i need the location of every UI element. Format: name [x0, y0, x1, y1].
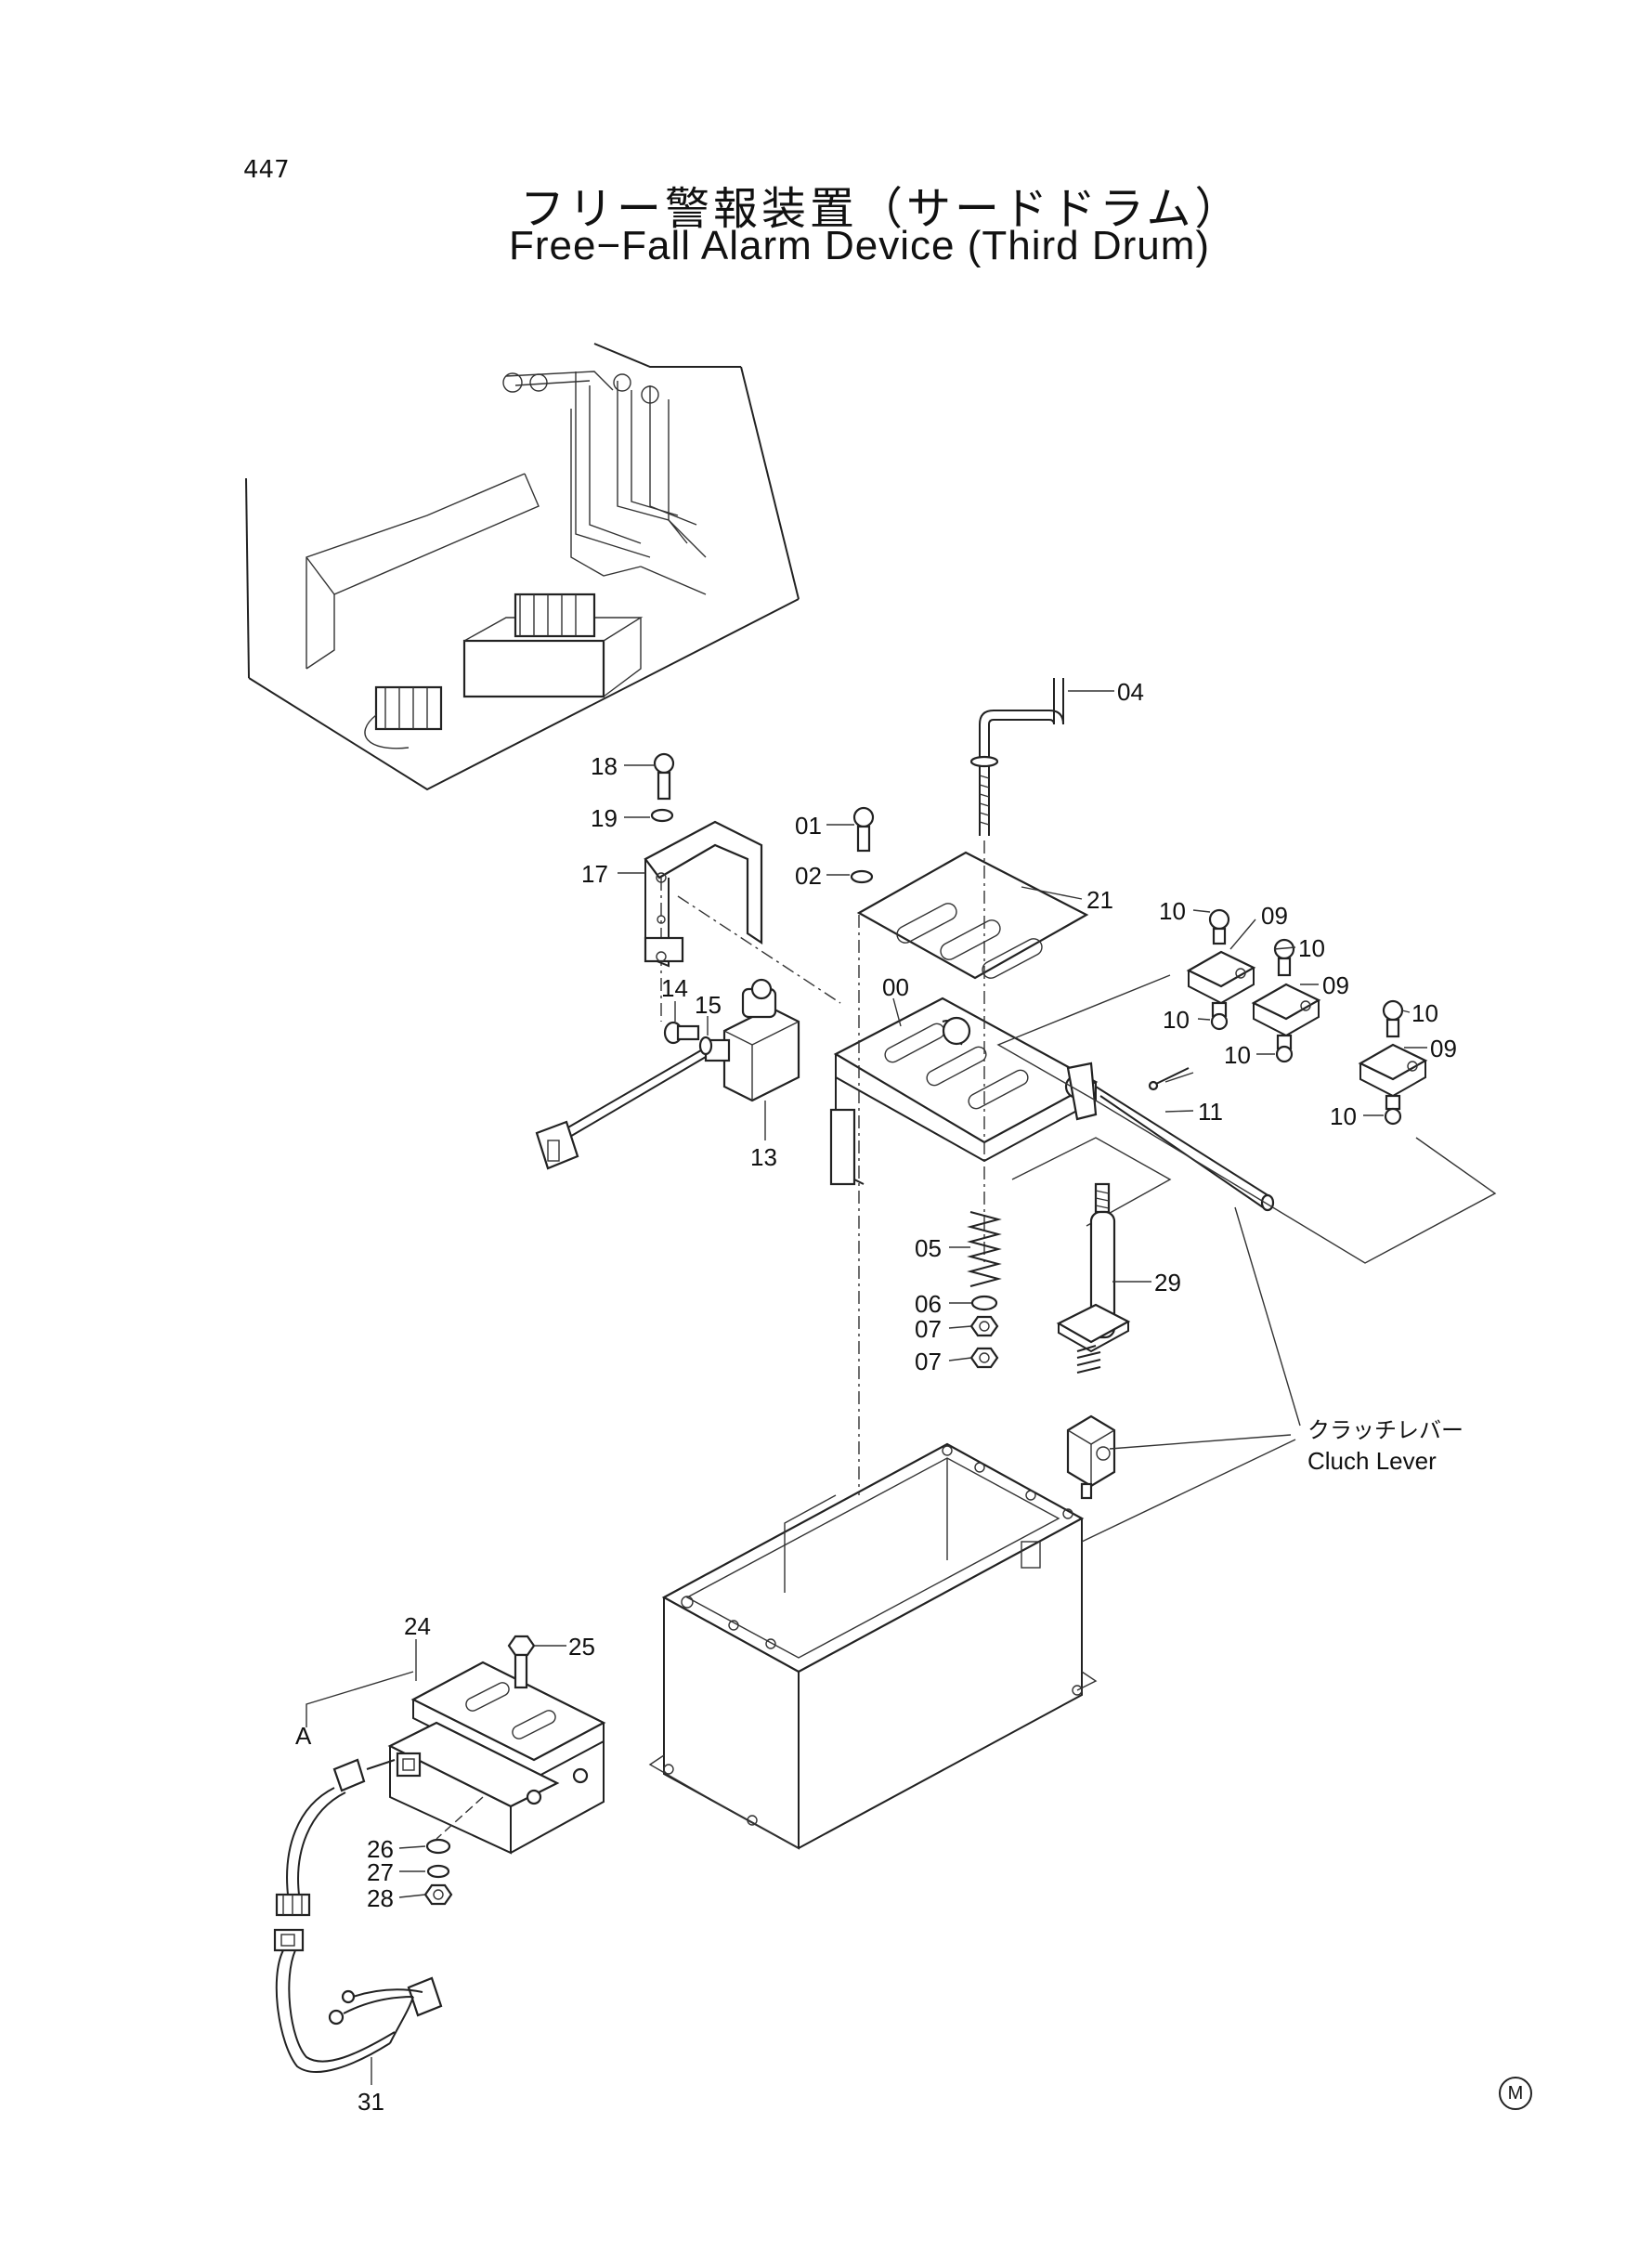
stopper-group-outline: [996, 974, 1497, 1264]
callout-09c: 09: [1430, 1035, 1457, 1062]
m-mark-logo: M: [1499, 2077, 1532, 2110]
callout-09a: 09: [1261, 902, 1288, 930]
nut-07-lower: [969, 1347, 999, 1369]
callout-leader-lines: [371, 690, 1427, 2085]
assembly-alignment-lines: [660, 840, 985, 1495]
clutch-lever-pointers: [1081, 1206, 1301, 1543]
clutch-lever-label-jp: クラッチレバー: [1307, 1417, 1463, 1443]
callout-18: 18: [591, 752, 618, 780]
handle-rod: [969, 678, 1064, 836]
stopper-block-middle: [1251, 938, 1321, 1063]
washer-06: [970, 1295, 998, 1311]
page-title-japanese: フリー警報装置（サードドラム）: [520, 183, 1243, 235]
callout-25: 25: [568, 1633, 595, 1661]
callout-01: 01: [795, 812, 822, 840]
base-plate: [829, 997, 1275, 1227]
box-to-washer-line: [436, 1796, 484, 1840]
detail-label-a: A: [295, 1722, 312, 1750]
callout-00: 00: [882, 973, 909, 1001]
callout-10f: 10: [1330, 1102, 1357, 1130]
page-title-english: Free−Fall Alarm Device (Third Drum): [509, 223, 1211, 268]
callout-21: 21: [1086, 886, 1113, 914]
callout-19: 19: [591, 804, 618, 832]
callout-10a: 10: [1159, 897, 1186, 925]
wiring-harness: [273, 1758, 443, 2073]
callout-07a: 07: [915, 1315, 942, 1343]
bolt-25: [507, 1635, 536, 1689]
bracket: [644, 820, 763, 968]
callout-24: 24: [404, 1612, 431, 1640]
washer-15: [698, 1036, 713, 1056]
callout-06: 06: [915, 1290, 942, 1318]
pin-11: [1148, 1067, 1190, 1091]
callout-02: 02: [795, 862, 822, 890]
callout-05: 05: [915, 1234, 942, 1262]
nut-07-upper: [969, 1315, 999, 1337]
washer-26: [425, 1838, 451, 1855]
callout-10b: 10: [1298, 934, 1325, 962]
stopper-block-upper: [1186, 908, 1256, 1031]
callout-29: 29: [1154, 1269, 1181, 1296]
clutch-lever-label-en: Cluch Lever: [1307, 1447, 1437, 1475]
location-overview-drawing: [245, 343, 800, 791]
alarm-controller-box: [387, 1661, 606, 1855]
bolt-01: [852, 806, 875, 853]
page-number: 447: [243, 156, 290, 184]
callout-31: 31: [358, 2088, 384, 2116]
control-box-frame: [648, 1442, 1098, 1850]
callout-13: 13: [750, 1143, 777, 1171]
callout-15: 15: [695, 991, 722, 1019]
callout-09b: 09: [1322, 971, 1349, 999]
detail-a-leader: [306, 1671, 414, 1727]
cover-plate: [856, 851, 1089, 980]
callout-27: 27: [367, 1858, 394, 1886]
lever-shaft: [1056, 1182, 1131, 1500]
washer-27: [426, 1864, 450, 1879]
callout-26: 26: [367, 1835, 394, 1863]
limit-switch: [535, 978, 800, 1170]
callout-10e: 10: [1224, 1041, 1251, 1069]
callout-11: 11: [1198, 1098, 1223, 1126]
callout-14: 14: [661, 974, 688, 1002]
callout-10d: 10: [1411, 999, 1438, 1027]
washer-02: [850, 869, 874, 884]
callout-17: 17: [581, 860, 608, 888]
bolt-18: [653, 752, 675, 801]
washer-19: [650, 808, 674, 823]
nut-28: [423, 1883, 453, 1906]
spring-05: [967, 1211, 1002, 1287]
callout-28: 28: [367, 1884, 394, 1912]
callout-07b: 07: [915, 1348, 942, 1375]
screw-14: [663, 1021, 700, 1045]
callout-04: 04: [1117, 678, 1144, 706]
callout-10c: 10: [1163, 1006, 1190, 1034]
